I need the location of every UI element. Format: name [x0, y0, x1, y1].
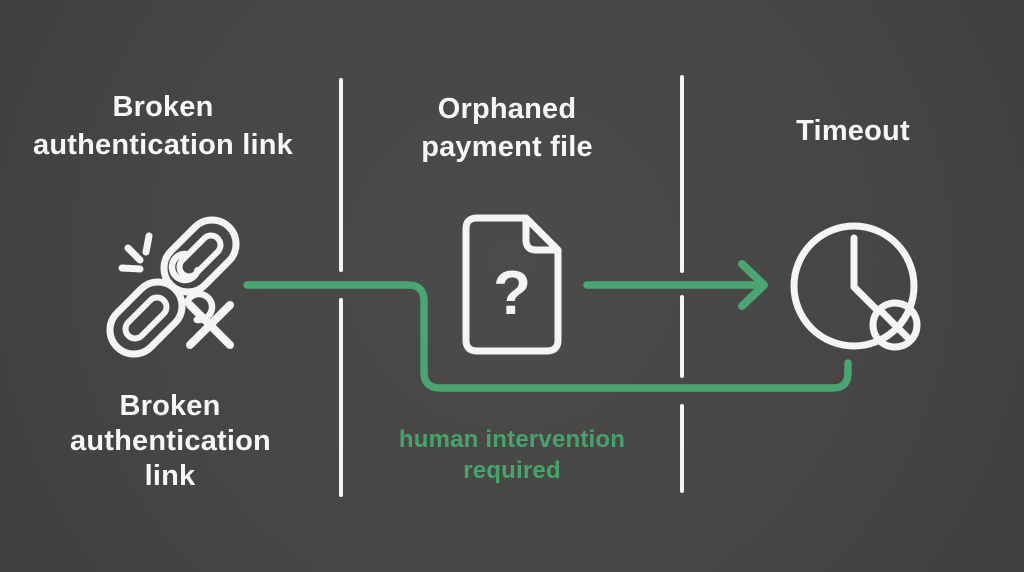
clock-face — [790, 222, 918, 350]
title-line: Timeout — [796, 115, 910, 147]
title-line: payment file — [421, 131, 593, 163]
clock-ban-icon — [790, 222, 921, 351]
upper-link-hook — [168, 250, 201, 284]
break-spark-lines — [118, 232, 153, 273]
ban-circle — [869, 299, 921, 351]
title-line: Orphaned — [437, 93, 577, 125]
file-outline — [462, 214, 562, 355]
divider-1-top — [339, 78, 343, 272]
title-line: Broken — [112, 91, 214, 123]
node-caption-broken-link: Broken authentication link — [70, 389, 271, 494]
divider-1-bottom — [339, 298, 343, 497]
x-mark — [186, 301, 234, 349]
divider-2-middle — [680, 295, 684, 378]
bypass-elbow-path — [243, 281, 852, 392]
clock-hands — [850, 234, 881, 314]
divider-2-bottom — [680, 404, 684, 493]
node-title-broken-link: Broken authentication link — [23, 88, 303, 164]
broken-chain-icon — [106, 216, 240, 358]
note-line: required — [463, 457, 561, 484]
node-title-orphaned-file: Orphaned payment file — [367, 90, 647, 166]
title-line: authentication link — [33, 129, 293, 161]
node-title-timeout: Timeout — [753, 112, 953, 150]
caption-line: Broken — [119, 390, 221, 422]
divider-2-top — [680, 75, 684, 273]
human-intervention-note: human intervention required — [372, 424, 652, 486]
forward-arrow-head — [738, 260, 768, 310]
question-glyph: ? — [493, 259, 531, 328]
ban-slash — [878, 308, 912, 342]
file-fold — [522, 216, 560, 254]
question-file-icon: ? — [462, 214, 562, 355]
caption-line: authentication — [70, 425, 271, 457]
caption-line: link — [144, 460, 196, 492]
note-line: human intervention — [398, 426, 626, 453]
